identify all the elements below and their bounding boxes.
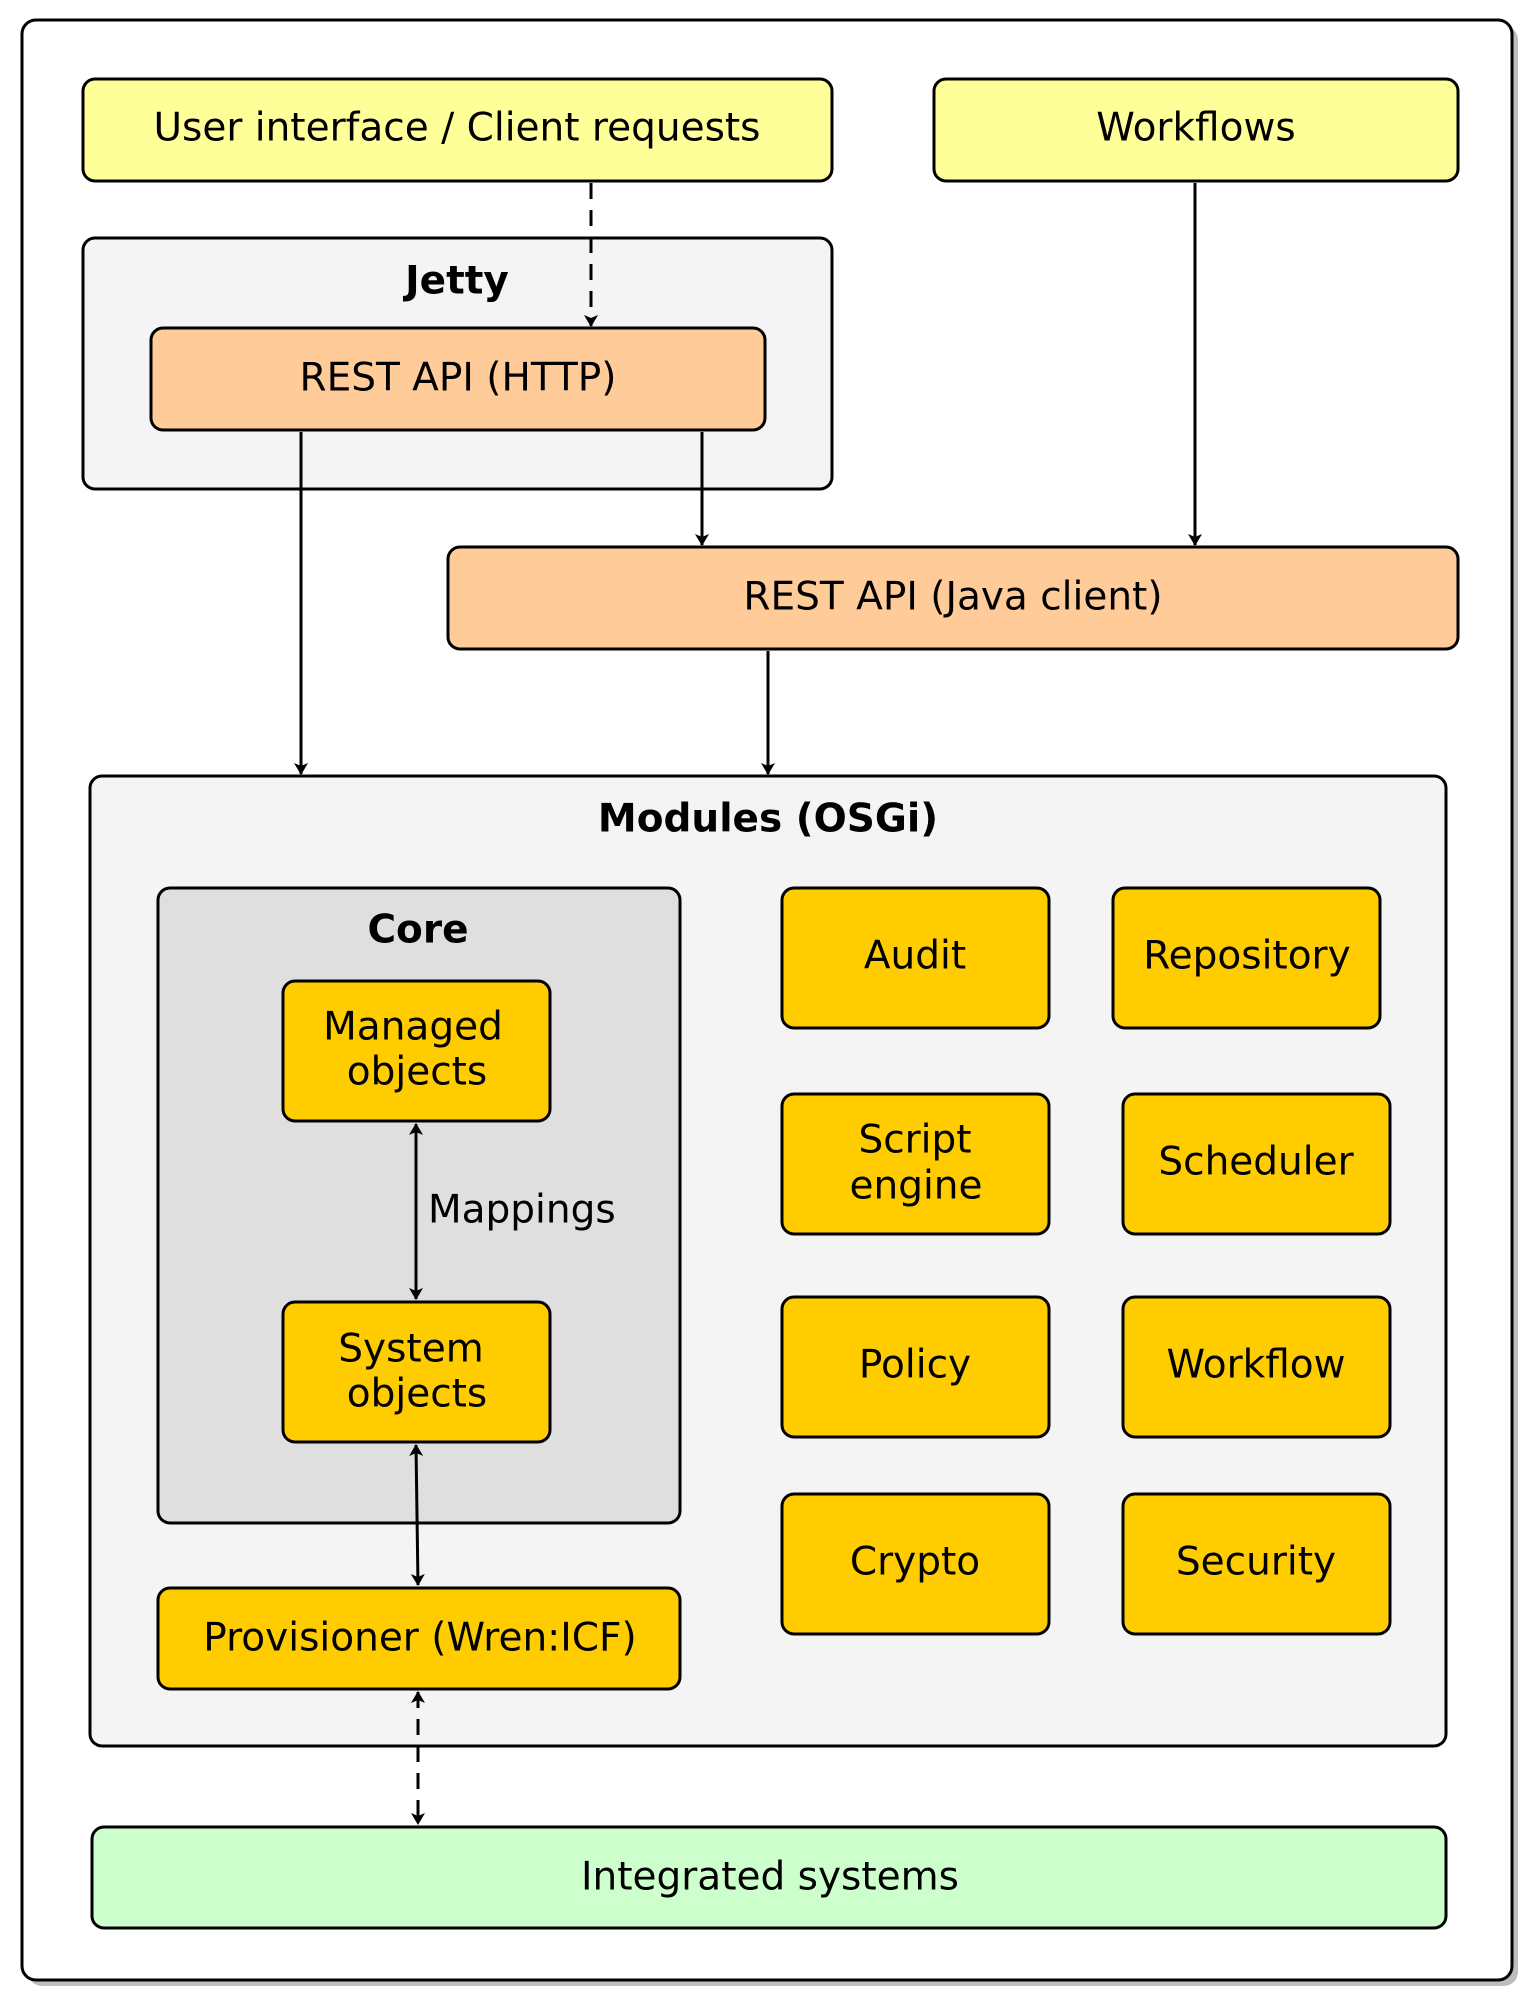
policy-label: Policy: [859, 1343, 971, 1388]
jetty-title: Jetty: [402, 259, 509, 304]
workflows-box: Workflows: [932, 77, 1460, 183]
policy-box: Policy: [780, 1295, 1051, 1439]
provisioner-box: Provisioner (Wren:ICF): [156, 1586, 682, 1691]
managed-objects-line1: Managed: [323, 1005, 503, 1050]
security-box: Security: [1121, 1492, 1392, 1636]
rest-api-java-client-label: REST API (Java client): [743, 575, 1162, 620]
workflow-box: Workflow: [1121, 1295, 1392, 1439]
integrated-systems-box: Integrated systems: [90, 1825, 1448, 1930]
audit-box: Audit: [780, 886, 1051, 1030]
managed-objects-box: Managed objects: [281, 979, 552, 1123]
workflows-label: Workflows: [1096, 106, 1295, 151]
rest-api-java-client-box: REST API (Java client): [446, 545, 1460, 651]
script-engine-box: Script engine: [780, 1092, 1051, 1236]
mappings-label: Mappings: [428, 1188, 616, 1233]
provisioner-label: Provisioner (Wren:ICF): [203, 1616, 636, 1661]
crypto-box: Crypto: [780, 1492, 1051, 1636]
integrated-systems-label: Integrated systems: [581, 1855, 959, 1900]
workflow-label: Workflow: [1166, 1343, 1345, 1388]
rest-api-http-label: REST API (HTTP): [299, 356, 616, 401]
script-engine-line1: Script: [858, 1118, 971, 1163]
scheduler-label: Scheduler: [1158, 1140, 1354, 1185]
modules-title: Modules (OSGi): [598, 797, 938, 842]
scheduler-box: Scheduler: [1121, 1092, 1392, 1236]
ui-client-requests-label: User interface / Client requests: [153, 106, 760, 151]
system-objects-box: System objects: [281, 1300, 552, 1444]
system-objects-line1: System: [338, 1327, 483, 1372]
system-objects-line2: objects: [347, 1372, 488, 1417]
edge-system-to-provisioner: [409, 1444, 425, 1586]
ui-client-requests-box: User interface / Client requests: [81, 77, 834, 183]
rest-api-http-box: REST API (HTTP): [149, 326, 767, 432]
script-engine-line2: engine: [849, 1164, 982, 1209]
core-title: Core: [367, 908, 468, 953]
security-label: Security: [1176, 1540, 1336, 1585]
audit-label: Audit: [864, 934, 966, 979]
repository-box: Repository: [1111, 886, 1382, 1030]
managed-objects-line2: objects: [347, 1050, 488, 1095]
repository-label: Repository: [1143, 934, 1350, 979]
crypto-label: Crypto: [850, 1540, 980, 1585]
